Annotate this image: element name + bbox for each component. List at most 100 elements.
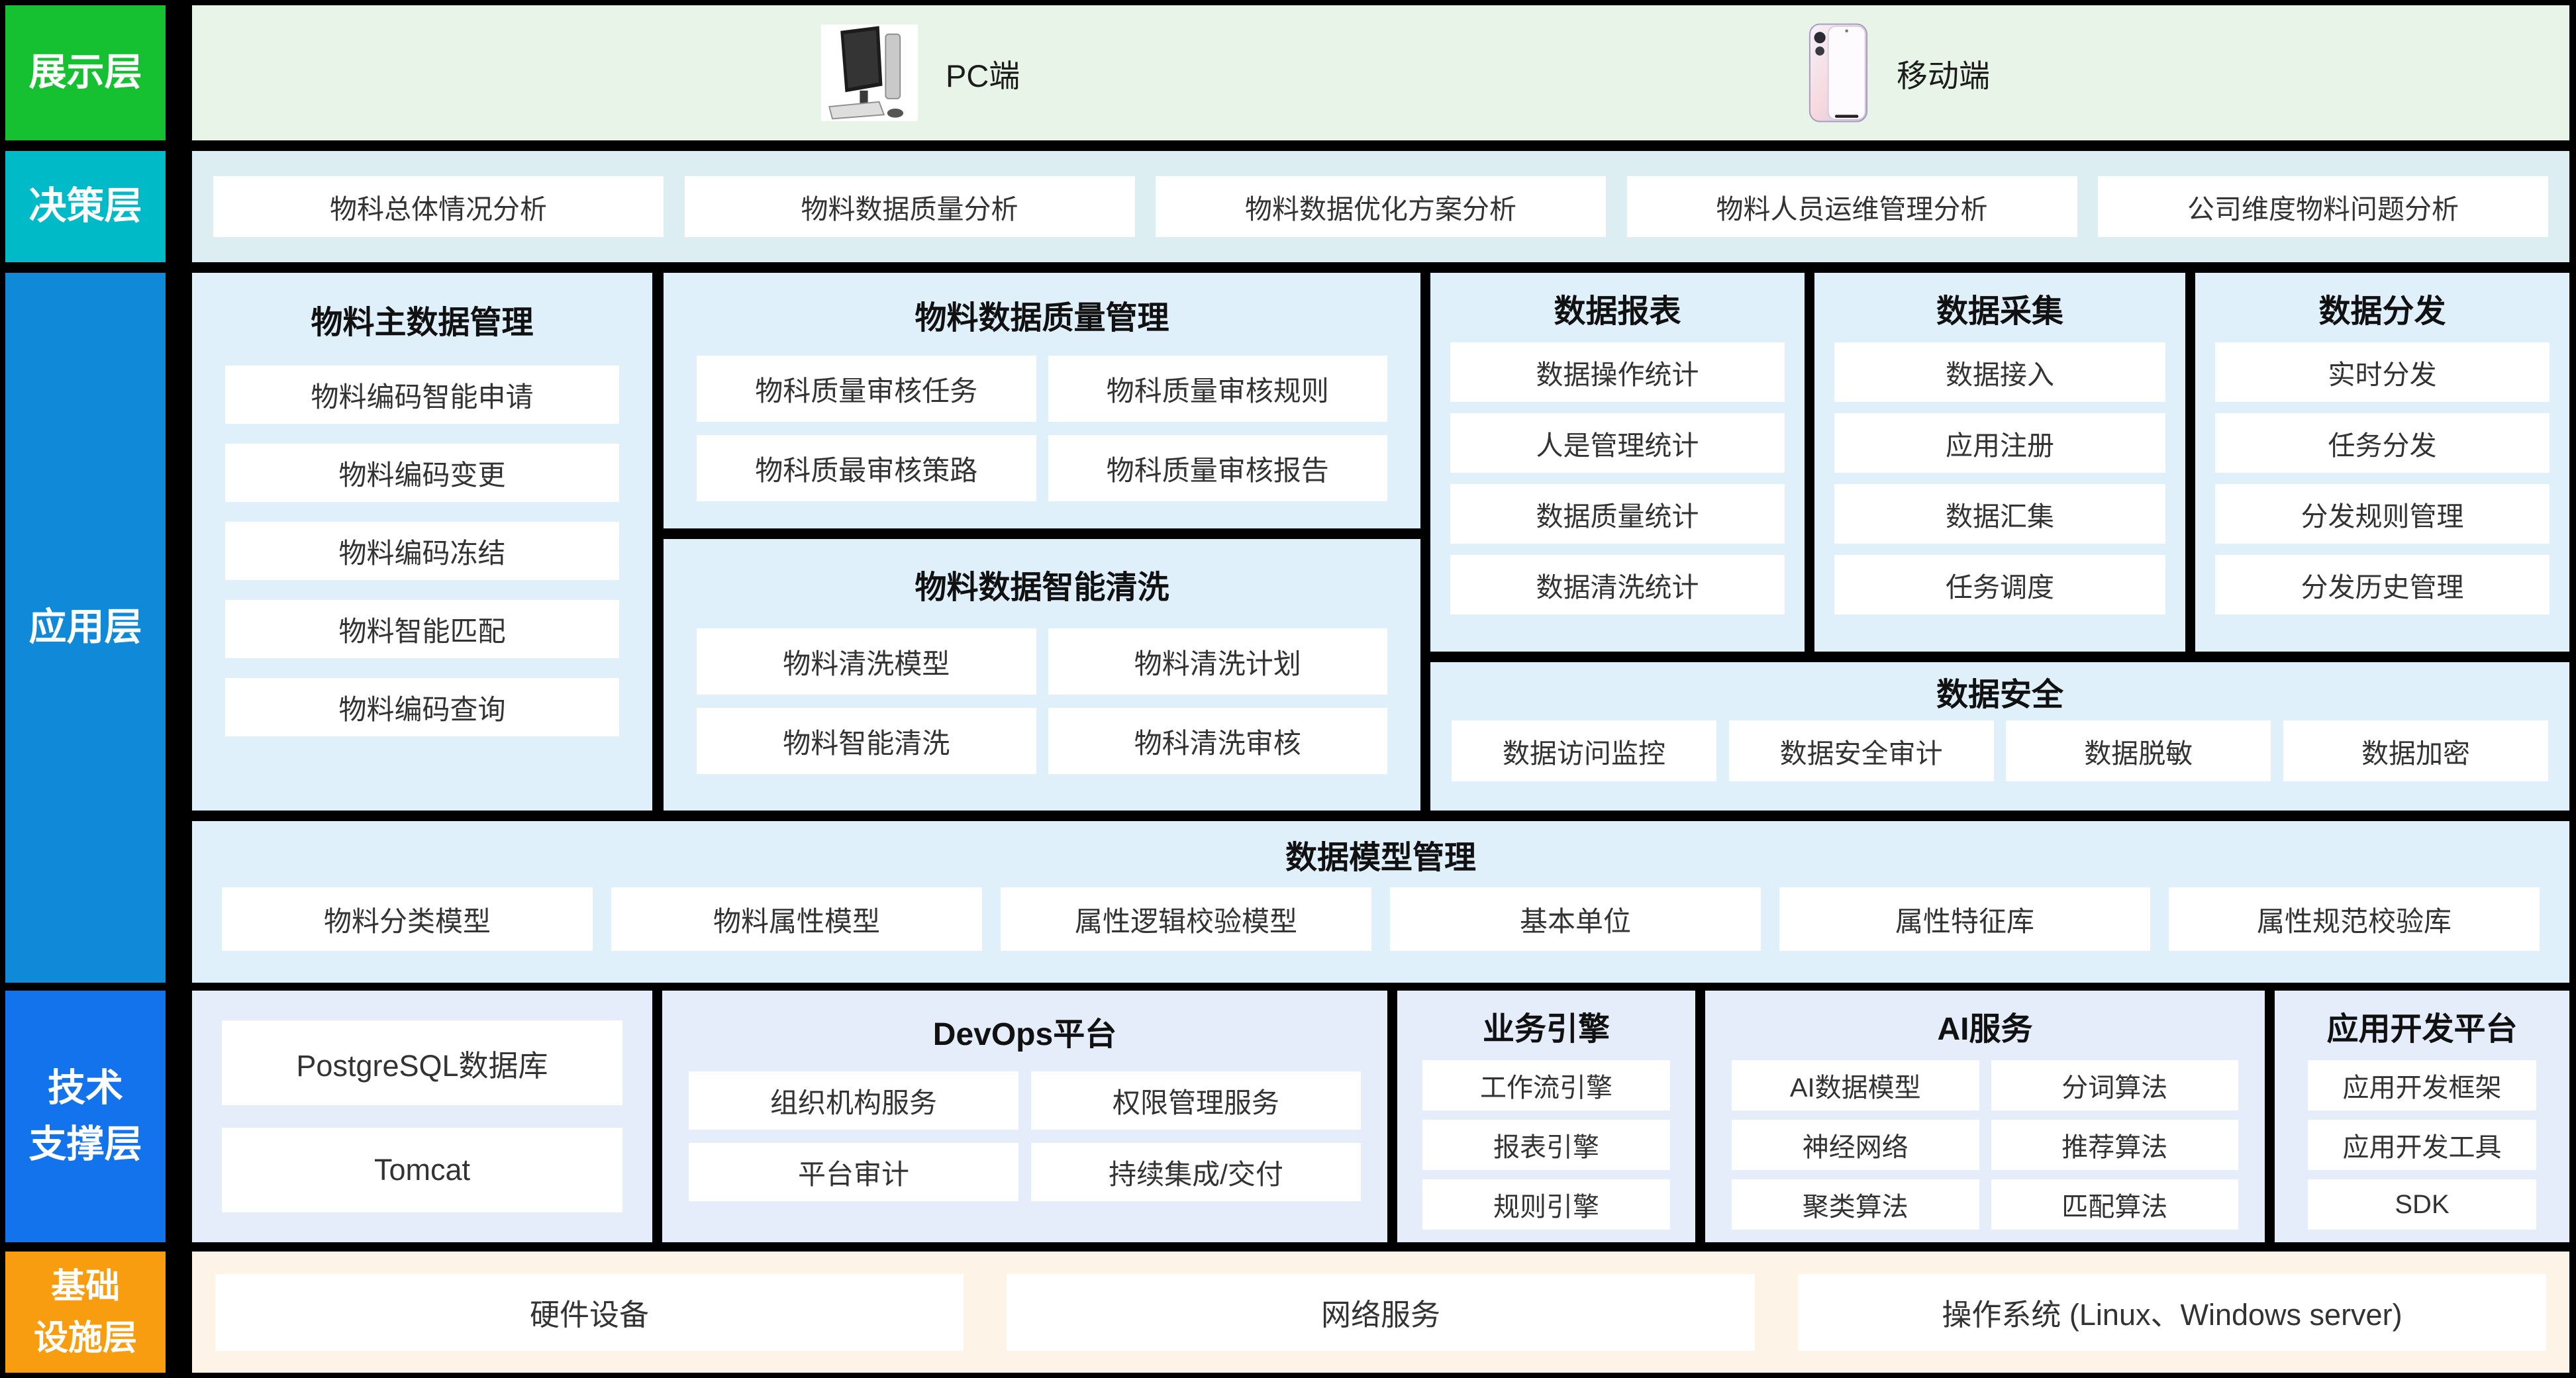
panel-items: 数据操作统计 人是管理统计 数据质量统计 数据清洗统计 — [1430, 342, 1805, 615]
layer-label-infrastructure: 基础 设施层 — [5, 1252, 166, 1373]
feature-box: 应用开发工具 — [2308, 1120, 2536, 1170]
feature-box: 物料编码冻结 — [225, 522, 619, 580]
panel-data-reports: 数据报表 数据操作统计 人是管理统计 数据质量统计 数据清洗统计 — [1430, 273, 1805, 652]
panel-data-cleaning: 物料数据智能清洗 物料清洗模型 物料清洗计划 物料智能清洗 物科清洗审核 — [664, 539, 1420, 811]
panel-title: 物料数据质量管理 — [915, 300, 1169, 336]
feature-box: 应用开发框架 — [2308, 1060, 2536, 1110]
layer-label-text: 决策层 — [28, 185, 142, 228]
feature-box: 数据访问监控 — [1452, 720, 1716, 781]
feature-box: 物科质量审核报告 — [1048, 435, 1387, 501]
decision-item: 物料人员运维管理分析 — [1626, 176, 2077, 237]
infrastructure-item: 操作系统 (Linux、Windows server) — [1798, 1273, 2546, 1351]
panel-items: 实时分发 任务分发 分发规则管理 分发历史管理 — [2195, 342, 2569, 615]
mobile-client-group: 移动端 — [1808, 5, 1990, 140]
panel-title: 物料数据智能清洗 — [915, 569, 1169, 605]
feature-box: PostgreSQL数据库 — [222, 1020, 622, 1105]
panel-title: 业务引擎 — [1482, 1011, 1610, 1047]
feature-box: 属性逻辑校验模型 — [1001, 887, 1371, 951]
layer-label-text: 技术 — [48, 1066, 123, 1109]
feature-box: 物料编码查询 — [225, 678, 619, 736]
feature-box: 工作流引擎 — [1422, 1060, 1670, 1110]
layer-label-decision: 决策层 — [5, 151, 166, 262]
panel-data-quality: 物料数据质量管理 物科质量审核任务 物科质量审核规则 物科质最审核策路 物科质量… — [664, 273, 1420, 528]
panel-items: 应用开发框架 应用开发工具 SDK — [2275, 1060, 2569, 1230]
feature-box: Tomcat — [222, 1128, 622, 1212]
panel-app-dev-platform: 应用开发平台 应用开发框架 应用开发工具 SDK — [2275, 991, 2569, 1242]
feature-box: 数据脱敏 — [2006, 720, 2271, 781]
panel-devops: DevOps平台 组织机构服务 权限管理服务 平台审计 持续集成/交付 — [662, 991, 1387, 1242]
panel-material-master-data: 物料主数据管理 物料编码智能申请 物料编码变更 物料编码冻结 物料智能匹配 物料… — [192, 273, 652, 811]
infrastructure-row: 硬件设备 网络服务 操作系统 (Linux、Windows server) — [192, 1252, 2569, 1373]
feature-box: 分词算法 — [1991, 1060, 2238, 1110]
feature-box: 分发历史管理 — [2215, 555, 2550, 615]
layer-label-text: 设施层 — [33, 1318, 137, 1357]
panel-title: DevOps平台 — [932, 1017, 1117, 1052]
panel-items: 数据接入 应用注册 数据汇集 任务调度 — [1814, 342, 2185, 615]
panel-ai-services: AI服务 AI数据模型 分词算法 神经网络 推荐算法 聚类算法 匹配算法 — [1705, 991, 2265, 1242]
panel-title: 数据模型管理 — [1285, 840, 1476, 875]
feature-box: 任务调度 — [1834, 555, 2165, 615]
feature-box: 数据接入 — [1834, 342, 2165, 402]
feature-box: 聚类算法 — [1732, 1179, 1979, 1230]
panel-items: AI数据模型 分词算法 神经网络 推荐算法 聚类算法 匹配算法 — [1705, 1060, 2265, 1230]
mobile-client-label: 移动端 — [1897, 58, 1990, 93]
pc-client-group: PC端 — [821, 5, 1020, 140]
panel-data-distribution: 数据分发 实时分发 任务分发 分发规则管理 分发历史管理 — [2195, 273, 2569, 652]
feature-box: SDK — [2308, 1179, 2536, 1230]
layer-label-technical: 技术 支撑层 — [5, 991, 166, 1242]
feature-box: 数据质量统计 — [1450, 484, 1785, 544]
desktop-computer-icon — [821, 25, 918, 121]
panel-title: 应用开发平台 — [2326, 1011, 2518, 1047]
panel-title: AI服务 — [1937, 1011, 2033, 1047]
feature-box: 分发规则管理 — [2215, 484, 2550, 544]
panel-items: PostgreSQL数据库 Tomcat — [192, 991, 652, 1212]
feature-box: 神经网络 — [1732, 1120, 1979, 1170]
feature-box: 物料智能清洗 — [697, 708, 1036, 774]
feature-box: 数据安全审计 — [1728, 720, 1994, 781]
layer-label-text: 应用层 — [28, 606, 142, 649]
infrastructure-item: 网络服务 — [1007, 1273, 1755, 1351]
feature-box: 匹配算法 — [1991, 1179, 2238, 1230]
feature-box: 物料编码变更 — [225, 444, 619, 502]
feature-box: 平台审计 — [689, 1143, 1018, 1201]
panel-data-collection: 数据采集 数据接入 应用注册 数据汇集 任务调度 — [1814, 273, 2185, 652]
pc-client-label: PC端 — [946, 58, 1020, 93]
layer-label-text: 支撑层 — [28, 1123, 142, 1165]
feature-box: 物料分类模型 — [222, 887, 593, 951]
feature-box: 权限管理服务 — [1031, 1071, 1361, 1130]
panel-items: 数据访问监控 数据安全审计 数据脱敏 数据加密 — [1430, 720, 2569, 781]
feature-box: 物科质量审核规则 — [1048, 356, 1387, 422]
decision-row: 物科总体情况分析 物料数据质量分析 物料数据优化方案分析 物料人员运维管理分析 … — [192, 151, 2569, 262]
smartphone-icon — [1808, 23, 1868, 123]
feature-box: 实时分发 — [2215, 342, 2550, 402]
feature-box: 物料编码智能申请 — [225, 366, 619, 424]
feature-box: 物料清洗模型 — [697, 628, 1036, 695]
panel-middleware: PostgreSQL数据库 Tomcat — [192, 991, 652, 1242]
feature-box: 属性规范校验库 — [2169, 887, 2540, 951]
decision-item: 物料数据优化方案分析 — [1156, 176, 1606, 237]
feature-box: 物科质量审核任务 — [697, 356, 1036, 422]
panel-data-model: 数据模型管理 物料分类模型 物料属性模型 属性逻辑校验模型 基本单位 属性特征库… — [192, 821, 2569, 983]
feature-box: AI数据模型 — [1732, 1060, 1979, 1110]
layer-label-presentation: 展示层 — [5, 5, 166, 140]
feature-box: 数据加密 — [2283, 720, 2548, 781]
decision-item: 公司维度物料问题分析 — [2098, 176, 2548, 237]
feature-box: 数据操作统计 — [1450, 342, 1785, 402]
infrastructure-item: 硬件设备 — [215, 1273, 964, 1351]
feature-box: 人是管理统计 — [1450, 413, 1785, 473]
panel-items: 组织机构服务 权限管理服务 平台审计 持续集成/交付 — [662, 1071, 1387, 1201]
panel-items: 物料编码智能申请 物料编码变更 物料编码冻结 物料智能匹配 物料编码查询 — [192, 366, 652, 736]
feature-box: 物科质最审核策路 — [697, 435, 1036, 501]
feature-box: 数据汇集 — [1834, 484, 2165, 544]
panel-title: 物料主数据管理 — [311, 305, 534, 340]
feature-box: 物科清洗审核 — [1048, 708, 1387, 774]
panel-items: 物科质量审核任务 物科质量审核规则 物科质最审核策路 物科质量审核报告 — [664, 356, 1420, 501]
feature-box: 应用注册 — [1834, 413, 2165, 473]
panel-data-security: 数据安全 数据访问监控 数据安全审计 数据脱敏 数据加密 — [1430, 662, 2569, 811]
feature-box: 基本单位 — [1390, 887, 1761, 951]
panel-title: 数据安全 — [1936, 677, 2063, 713]
feature-box: 数据清洗统计 — [1450, 555, 1785, 615]
panel-items: 工作流引擎 报表引擎 规则引擎 — [1397, 1060, 1695, 1230]
feature-box: 任务分发 — [2215, 413, 2550, 473]
